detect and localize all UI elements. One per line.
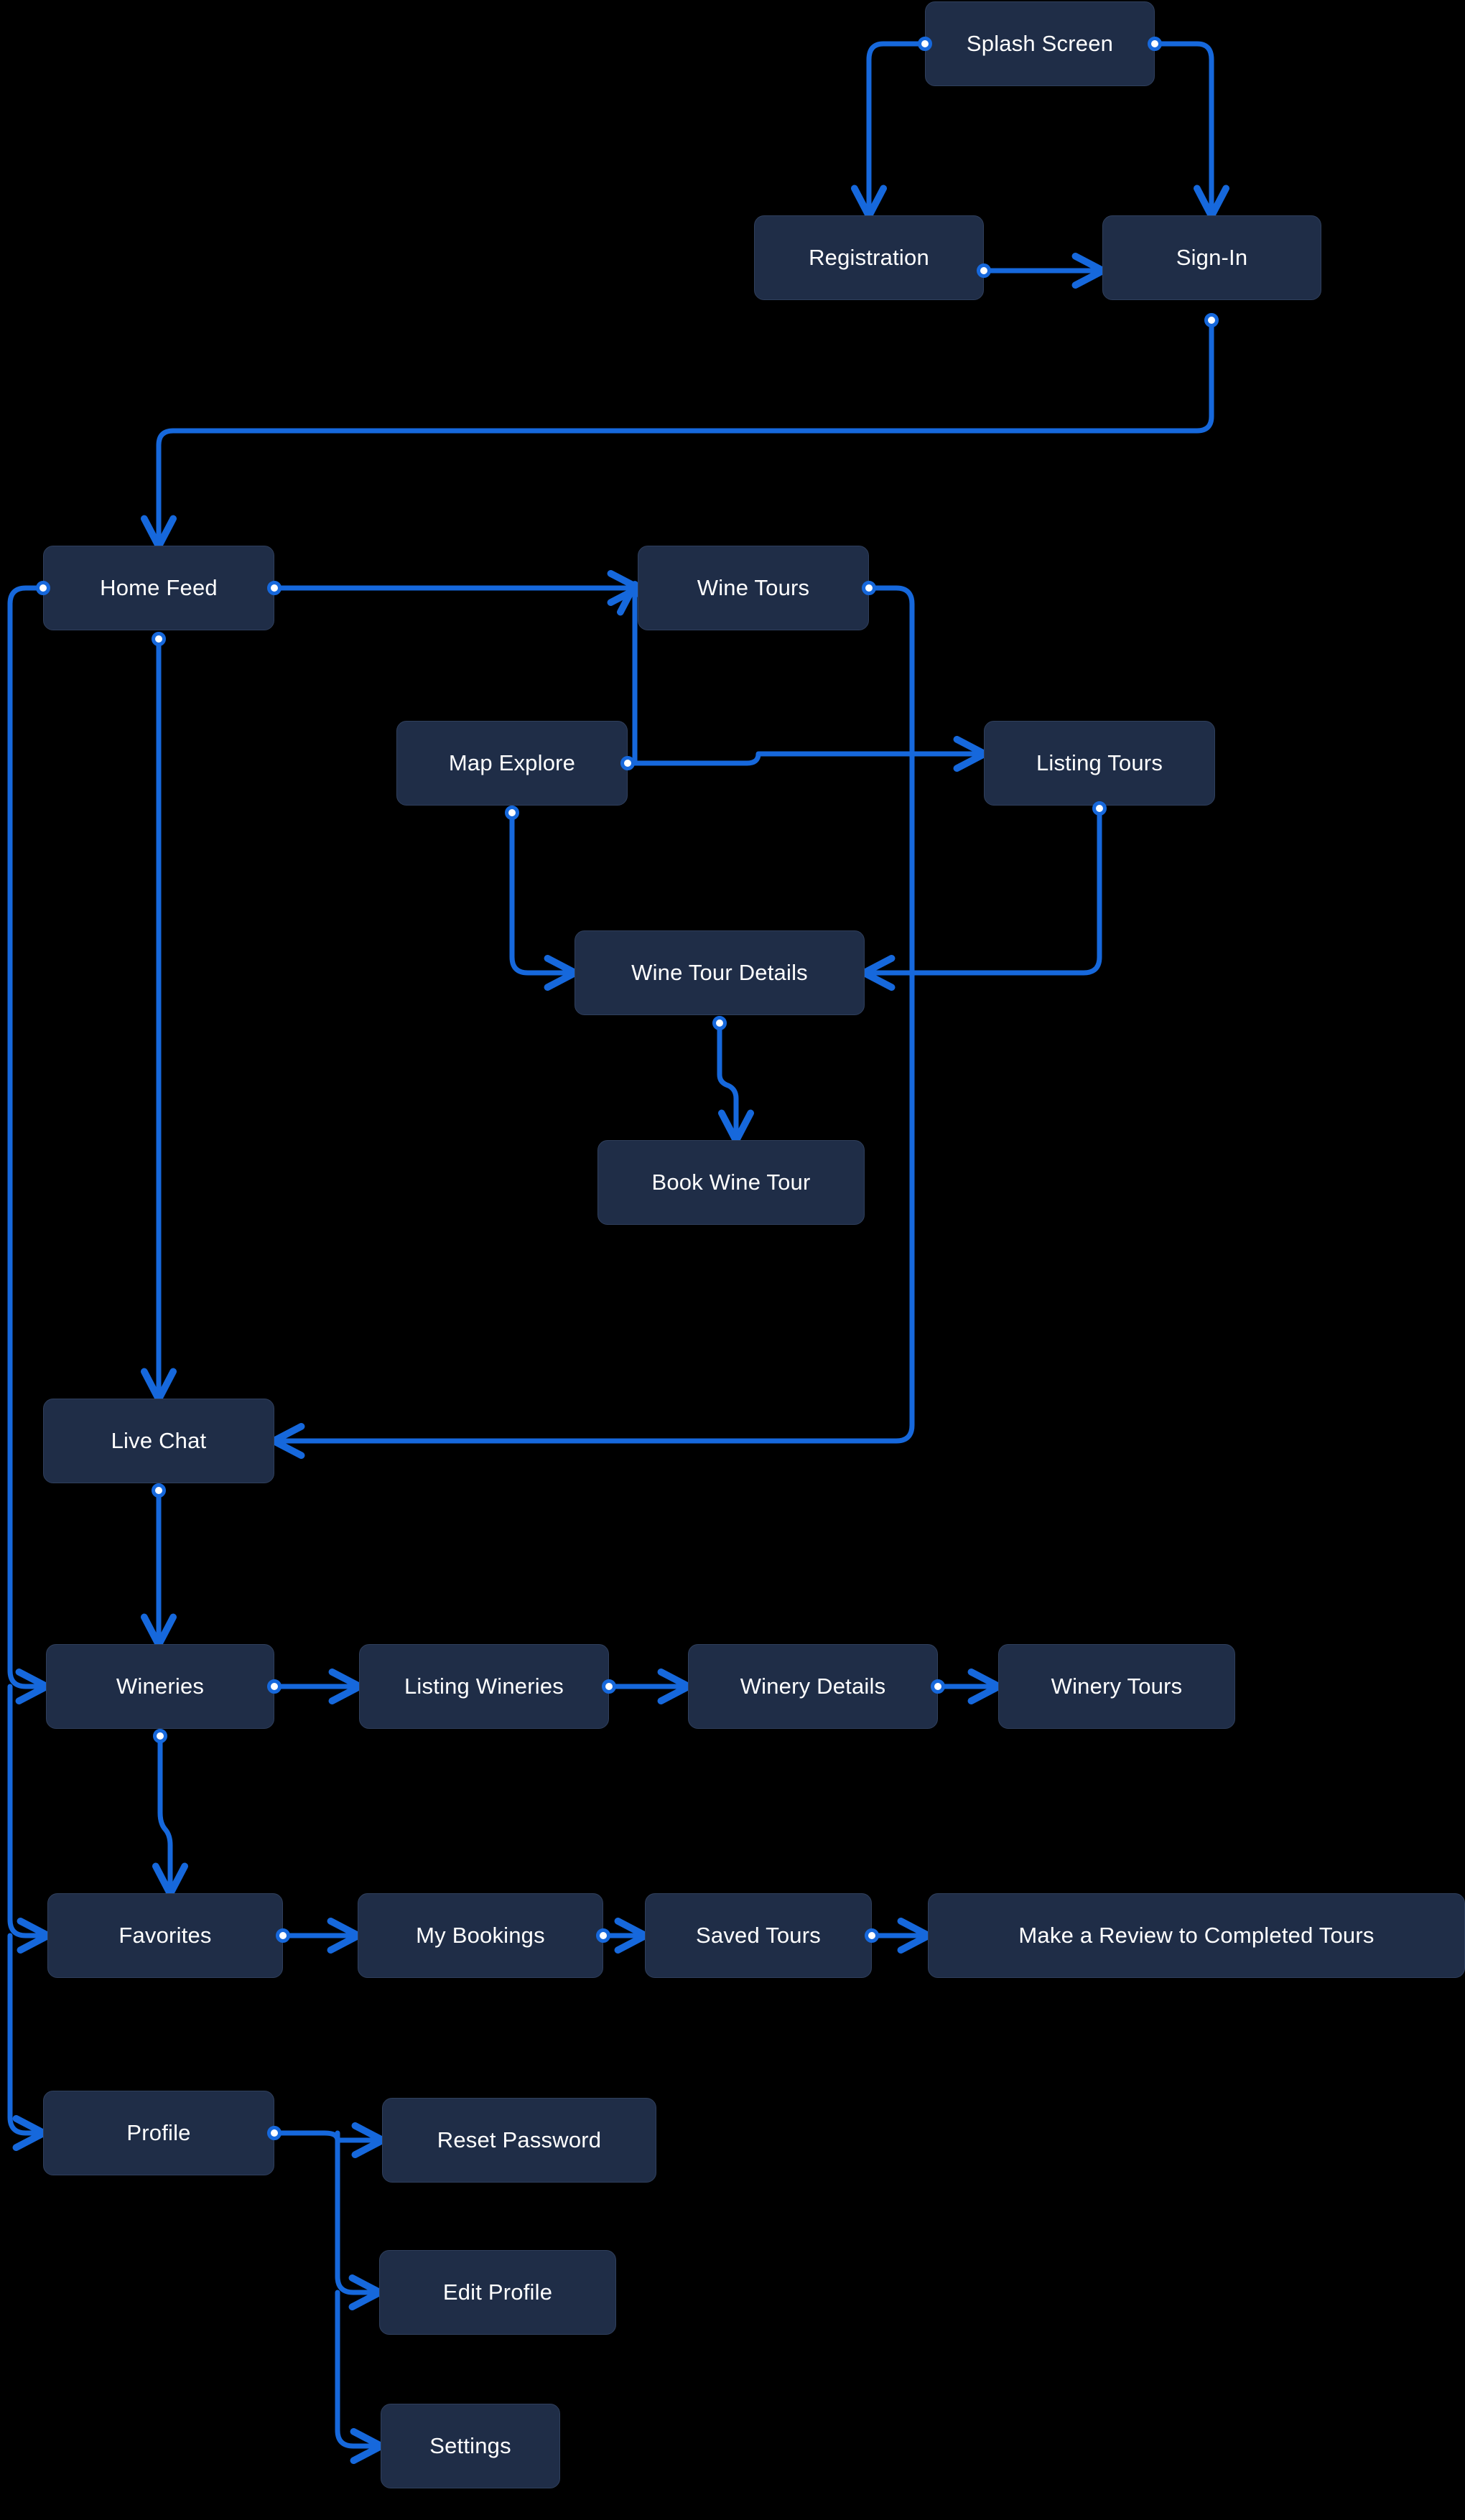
node-splash[interactable]: Splash Screen	[925, 1, 1155, 86]
edge-homefeed-wineries	[7, 585, 50, 1704]
port-home_feed-bottom[interactable]	[152, 632, 166, 646]
port-splash-left[interactable]	[918, 37, 932, 51]
node-label: Saved Tours	[696, 1923, 821, 1948]
port-my_bookings-right[interactable]	[596, 1928, 610, 1943]
node-home_feed[interactable]: Home Feed	[43, 546, 274, 630]
node-profile[interactable]: Profile	[43, 2091, 274, 2175]
edge-profile-settings	[335, 2290, 385, 2464]
edge-homefeed-favorites	[7, 1684, 52, 1954]
port-map_explore-right[interactable]	[620, 756, 635, 770]
node-list_wineries[interactable]: Listing Wineries	[359, 1644, 609, 1729]
node-label: Splash Screen	[966, 31, 1114, 56]
node-map_explore[interactable]: Map Explore	[396, 721, 628, 806]
node-label: Registration	[809, 245, 929, 270]
node-label: Wine Tours	[697, 575, 810, 600]
port-wineries-bottom[interactable]	[153, 1729, 167, 1743]
port-home_feed-right[interactable]	[267, 581, 282, 595]
node-label: Favorites	[118, 1923, 212, 1948]
edge-mapexplore-tourdetails	[509, 810, 579, 991]
node-tour_details[interactable]: Wine Tour Details	[575, 930, 865, 1015]
port-tour_details-bottom[interactable]	[712, 1016, 727, 1030]
node-favorites[interactable]: Favorites	[47, 1893, 283, 1978]
edge-listingtours-tourdetails	[860, 806, 1102, 991]
node-listing_tours[interactable]: Listing Tours	[984, 721, 1215, 806]
node-label: Listing Wineries	[404, 1674, 564, 1699]
node-label: Wineries	[116, 1674, 205, 1699]
node-saved_tours[interactable]: Saved Tours	[645, 1893, 872, 1978]
node-label: Home Feed	[100, 575, 218, 600]
port-registration-right[interactable]	[977, 263, 991, 278]
port-favorites-right[interactable]	[276, 1928, 290, 1943]
port-wine_tours-right[interactable]	[862, 581, 876, 595]
node-label: Book Wine Tour	[651, 1170, 811, 1195]
port-listing_tours-bottom[interactable]	[1092, 801, 1107, 816]
node-label: Wine Tour Details	[631, 960, 808, 985]
port-live_chat-bottom[interactable]	[152, 1483, 166, 1498]
edge-splash-signin	[1152, 41, 1229, 220]
edge-mapexplore-winetours	[617, 581, 653, 766]
node-live_chat[interactable]: Live Chat	[43, 1399, 274, 1483]
node-label: Winery Tours	[1051, 1674, 1183, 1699]
node-label: My Bookings	[416, 1923, 545, 1948]
node-book_tour[interactable]: Book Wine Tour	[597, 1140, 865, 1225]
node-reset_pw[interactable]: Reset Password	[382, 2098, 656, 2183]
node-my_bookings[interactable]: My Bookings	[358, 1893, 603, 1978]
port-profile-right[interactable]	[267, 2126, 282, 2140]
port-winery_det-right[interactable]	[931, 1679, 945, 1694]
node-wine_tours[interactable]: Wine Tours	[638, 546, 869, 630]
node-registration[interactable]: Registration	[754, 215, 984, 300]
node-label: Sign-In	[1176, 245, 1248, 270]
edge-splash-registration	[851, 41, 928, 220]
node-label: Profile	[126, 2120, 191, 2145]
node-label: Reset Password	[437, 2127, 602, 2152]
node-edit_profile[interactable]: Edit Profile	[379, 2250, 616, 2335]
node-label: Settings	[429, 2433, 511, 2458]
node-winery_det[interactable]: Winery Details	[688, 1644, 938, 1729]
port-saved_tours-right[interactable]	[865, 1928, 879, 1943]
node-settings[interactable]: Settings	[381, 2404, 560, 2488]
port-map_explore-bottom[interactable]	[505, 806, 519, 820]
node-winery_tours[interactable]: Winery Tours	[998, 1644, 1235, 1729]
node-signin[interactable]: Sign-In	[1102, 215, 1321, 300]
port-list_wineries-right[interactable]	[602, 1679, 616, 1694]
port-home_feed-left[interactable]	[36, 581, 50, 595]
edge-profile-resetpw	[271, 2122, 386, 2158]
node-label: Map Explore	[448, 750, 576, 775]
node-label: Listing Tours	[1036, 750, 1163, 775]
node-label: Edit Profile	[442, 2279, 553, 2305]
node-label: Winery Details	[740, 1674, 886, 1699]
node-label: Live Chat	[111, 1428, 207, 1453]
edge-homefeed-profile	[7, 1933, 47, 2151]
node-wineries[interactable]: Wineries	[46, 1644, 274, 1729]
node-make_review[interactable]: Make a Review to Completed Tours	[928, 1893, 1465, 1978]
edge-profile-editprofile	[335, 2130, 383, 2310]
edge-tourdetails-booktour	[717, 1020, 754, 1144]
port-splash-right[interactable]	[1148, 37, 1162, 51]
edge-wineries-favorites	[152, 1733, 188, 1898]
port-signin-bottom[interactable]	[1204, 313, 1219, 327]
edge-mapexplore-listingtours	[625, 736, 988, 772]
port-wineries-right[interactable]	[267, 1679, 282, 1694]
node-label: Make a Review to Completed Tours	[1018, 1923, 1375, 1948]
edge-signin-homefeed	[141, 317, 1214, 550]
